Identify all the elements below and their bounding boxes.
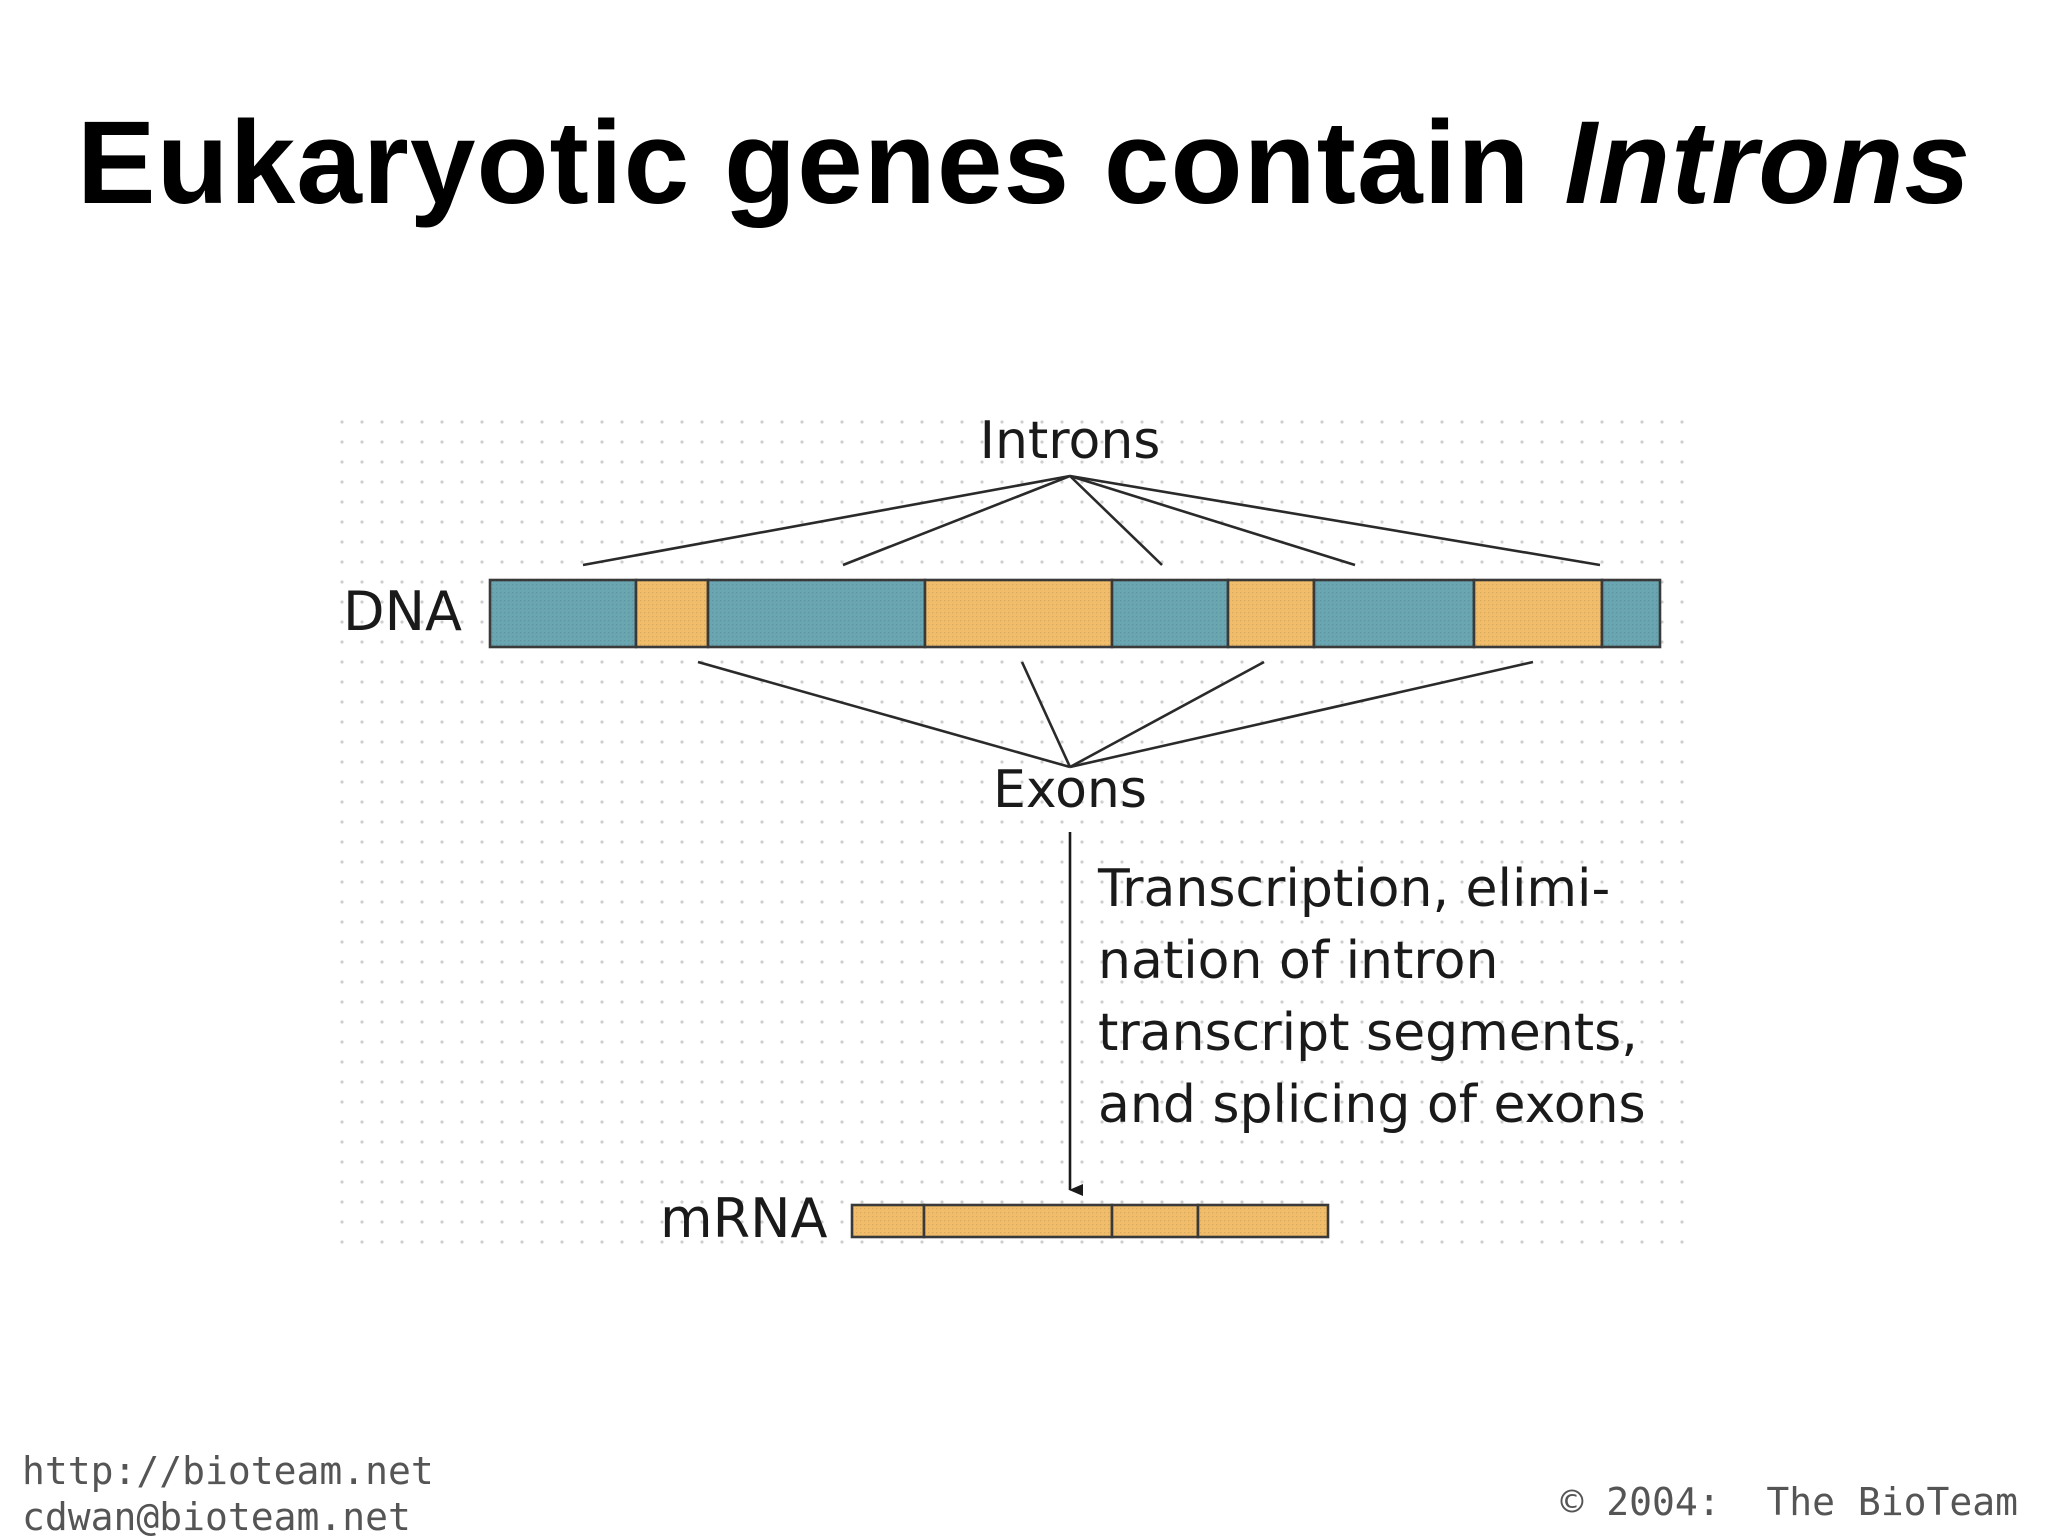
footer-url[interactable]: http://bioteam.net	[22, 1449, 434, 1493]
intron-pointer-line	[1069, 474, 1356, 567]
dna-bar	[488, 578, 1662, 649]
slide-title-main: Eukaryotic genes contain	[76, 97, 1565, 229]
mrna-texture	[852, 1205, 1328, 1237]
intron-pointer-line	[1069, 475, 1163, 566]
caption-line: Transcription, elimi-	[1097, 859, 1610, 919]
mrna-bar	[850, 1203, 1330, 1239]
intron-pointer-line	[582, 474, 1071, 567]
exon-pointer-line	[1069, 660, 1534, 769]
exons-label: Exons	[993, 760, 1147, 820]
intron-pointer-line	[842, 474, 1071, 567]
dna-label: DNA	[343, 580, 462, 643]
caption-line: transcript segments,	[1098, 1003, 1638, 1063]
exon-pointer-line	[1069, 660, 1265, 769]
caption-line: nation of intron	[1098, 931, 1498, 991]
intron-pointer-lines	[582, 474, 1601, 567]
exon-pointer-line	[697, 660, 1071, 769]
exon-pointer-line	[1020, 661, 1072, 768]
processing-caption: Transcription, elimi- nation of intron t…	[1097, 859, 1646, 1135]
slide-title-italic: Introns	[1564, 97, 1972, 229]
introns-label: Introns	[980, 411, 1161, 471]
dot-grid-background	[338, 420, 1700, 1250]
footer-contact: http://bioteam.net cdwan@bioteam.net	[22, 1448, 434, 1540]
caption-line: and splicing of exons	[1098, 1075, 1646, 1135]
slide-title: Eukaryotic genes contain Introns	[0, 95, 2048, 231]
dna-texture	[490, 580, 1660, 647]
exon-pointer-lines	[697, 660, 1534, 769]
footer-email[interactable]: cdwan@bioteam.net	[22, 1495, 411, 1539]
intron-pointer-line	[1069, 474, 1601, 567]
mrna-label: mRNA	[660, 1187, 828, 1250]
footer-copyright: © 2004: The BioTeam	[1560, 1480, 2018, 1524]
